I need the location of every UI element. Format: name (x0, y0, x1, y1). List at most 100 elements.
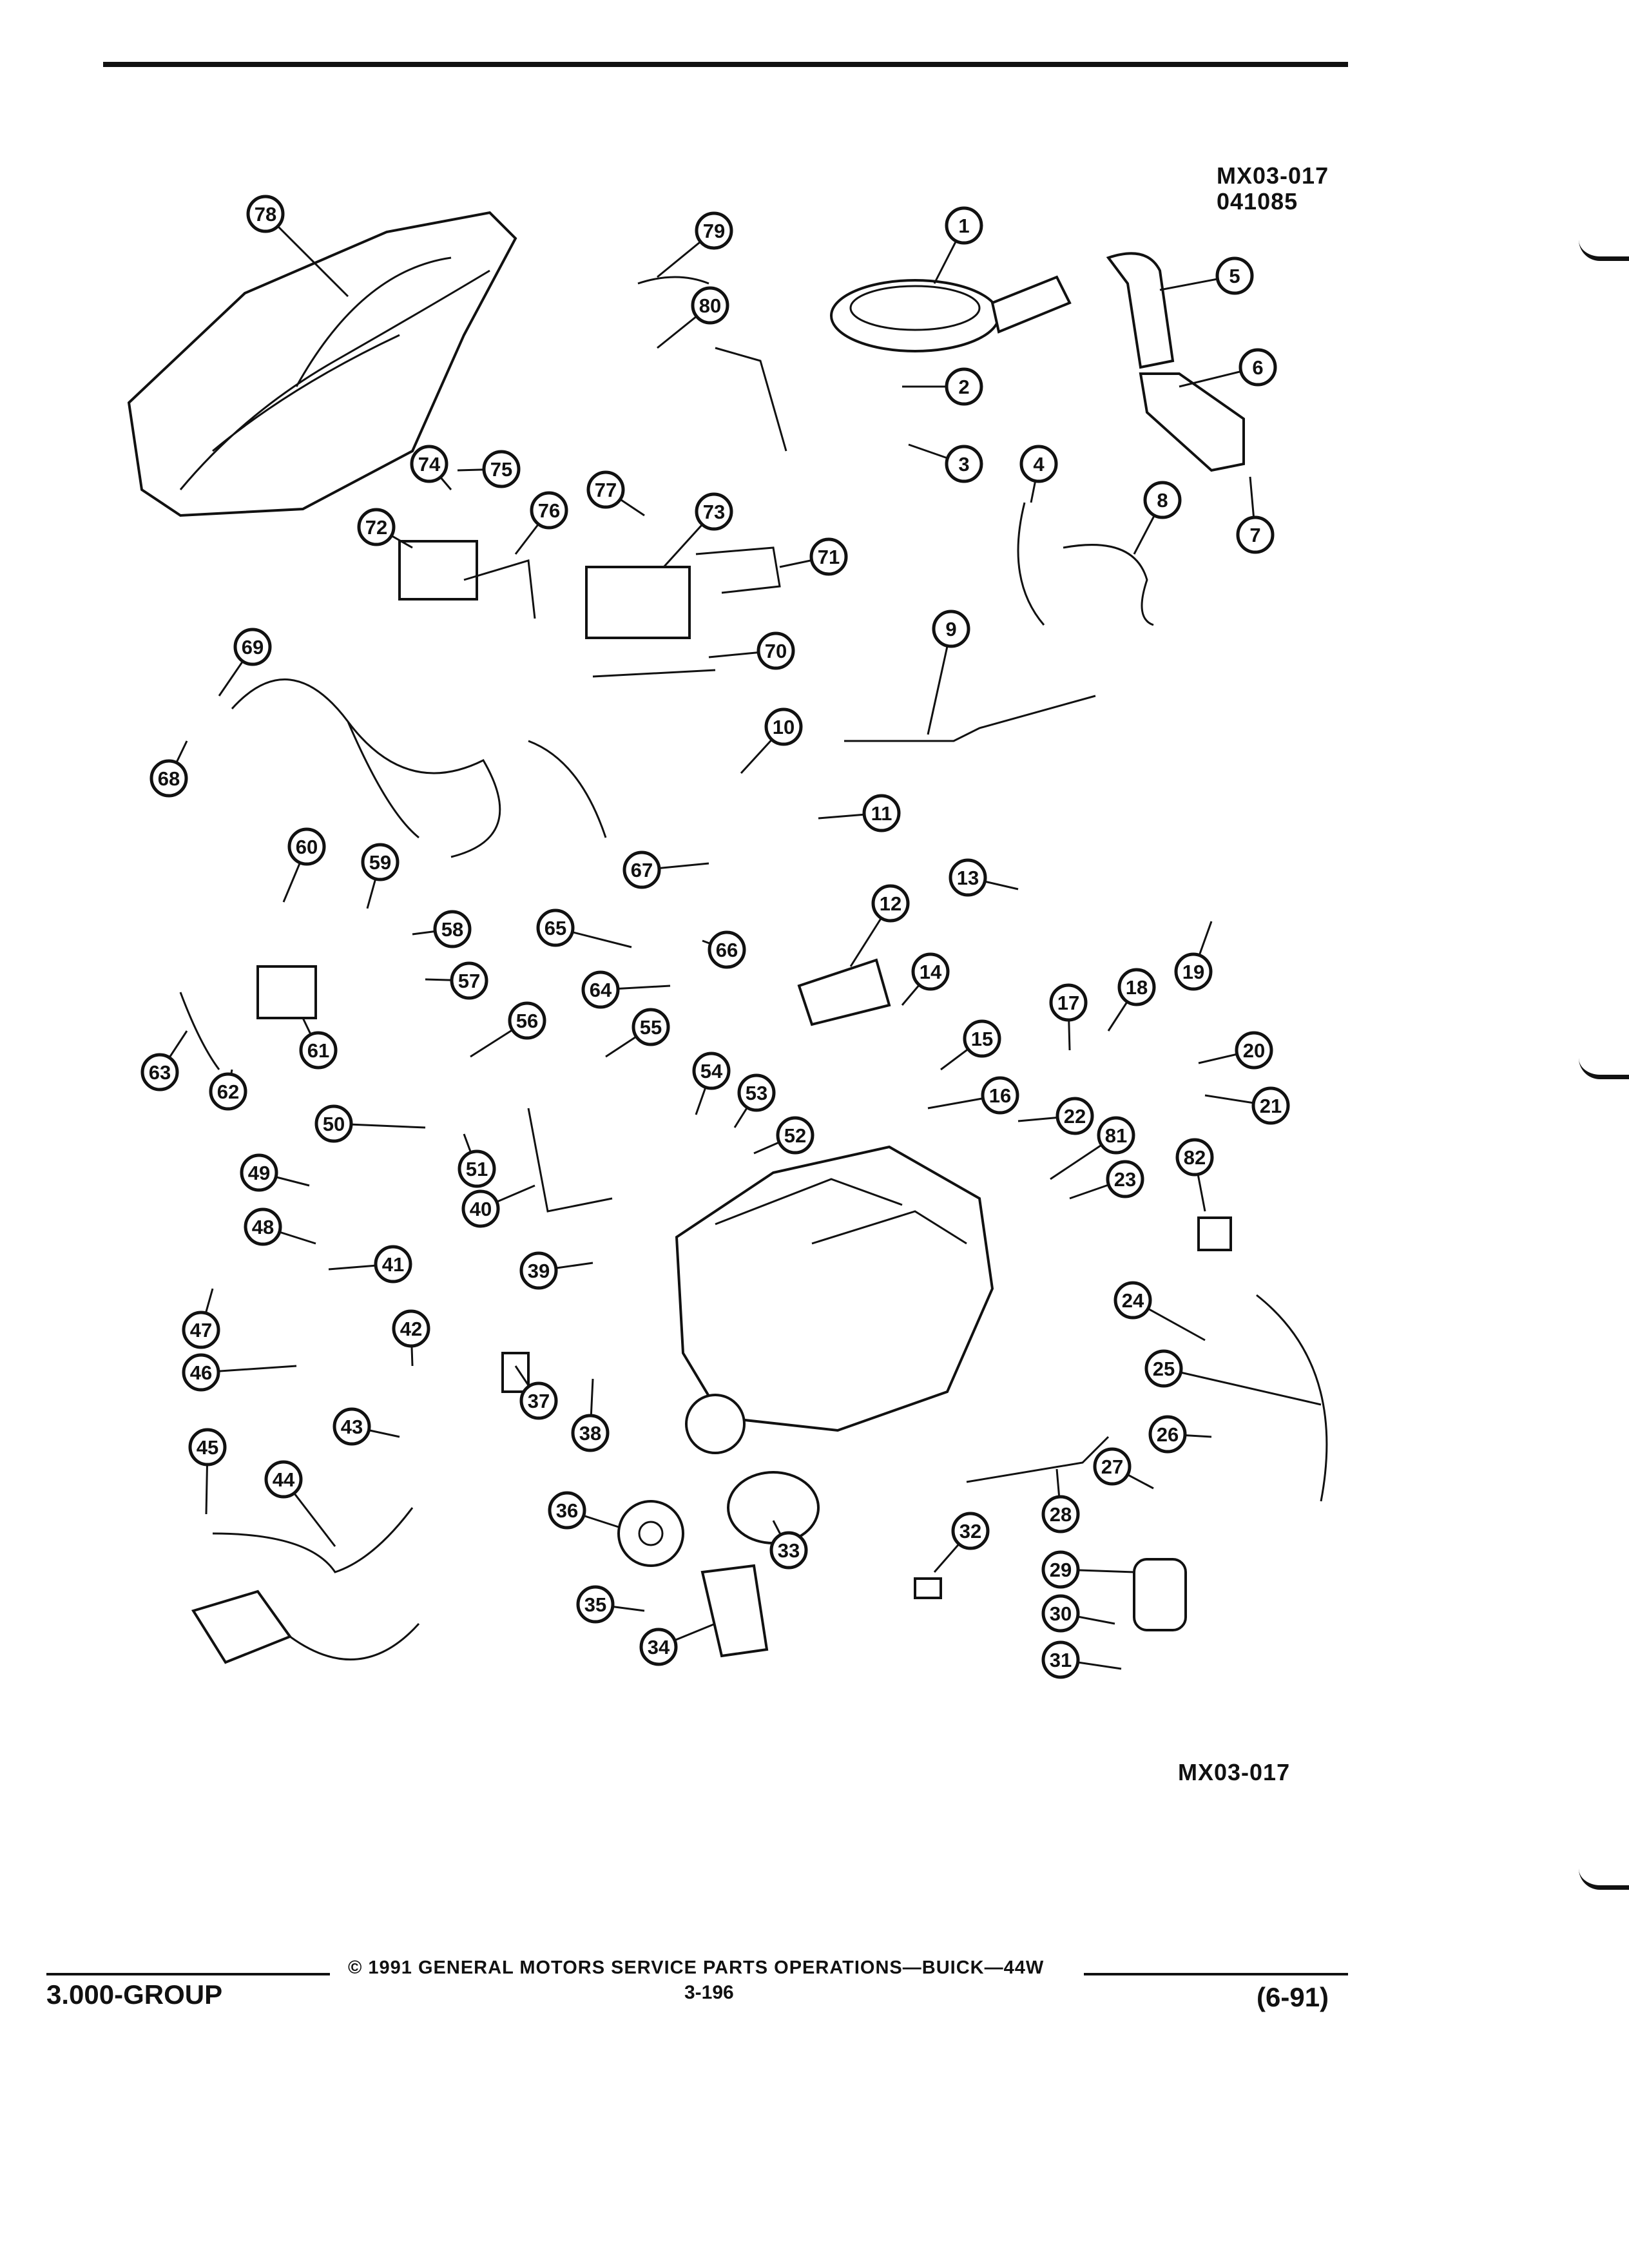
callout-34: 34 (639, 1628, 678, 1666)
callout-number: 70 (765, 640, 787, 662)
callout-12: 12 (871, 884, 910, 923)
callout-circle (374, 1245, 412, 1283)
callout-31: 31 (1041, 1640, 1080, 1679)
callout-number: 13 (957, 867, 979, 889)
callout-number: 55 (640, 1016, 662, 1039)
callout-number: 19 (1182, 961, 1204, 983)
callout-circle (548, 1491, 586, 1530)
callout-18: 18 (1117, 968, 1156, 1006)
engine-pulley-drawing (685, 1394, 746, 1454)
callout-32: 32 (951, 1512, 990, 1550)
callout-55: 55 (631, 1008, 670, 1046)
callout-number: 32 (959, 1520, 981, 1542)
callout-number: 75 (490, 458, 512, 481)
callout-number: 22 (1064, 1105, 1086, 1128)
callout-circle (1144, 1349, 1183, 1388)
callout-46: 46 (182, 1353, 220, 1392)
callout-64: 64 (581, 970, 620, 1009)
callout-36: 36 (548, 1491, 586, 1530)
callout-circle (209, 1072, 247, 1111)
callout-circle (1236, 515, 1275, 554)
callout-number: 31 (1050, 1649, 1072, 1671)
callout-circle (571, 1414, 610, 1452)
exhaust-pipe-drawing (289, 1622, 420, 1661)
callout-30: 30 (1041, 1594, 1080, 1633)
callout-circle (519, 1251, 558, 1290)
callout-circle (508, 1001, 546, 1040)
callout-circle (240, 1153, 278, 1192)
callout-circle (757, 631, 795, 670)
callout-24: 24 (1113, 1281, 1152, 1320)
callout-10: 10 (764, 707, 803, 746)
callout-74: 74 (410, 445, 448, 483)
cable-25-drawing (1256, 1294, 1328, 1502)
callout-circle (581, 970, 620, 1009)
callout-circle (1148, 1415, 1187, 1454)
callout-number: 81 (1105, 1124, 1127, 1147)
callout-circle (691, 286, 729, 325)
callout-circle (639, 1628, 678, 1666)
callout-number: 10 (773, 716, 795, 738)
harness-9-drawing (844, 695, 1096, 742)
ecm-bracket-75-drawing (463, 559, 536, 619)
footer-group: 3.000-GROUP (46, 1979, 223, 2010)
callout-number: 47 (190, 1319, 212, 1341)
callout-circle (1041, 1550, 1080, 1589)
callout-circle (519, 1381, 558, 1420)
callout-number: 20 (1243, 1039, 1265, 1062)
callout-circle (1174, 952, 1213, 991)
callout-circle (911, 952, 950, 991)
footer-rule-right (1084, 1973, 1348, 1975)
callout-circle (410, 445, 448, 483)
callout-number: 74 (418, 453, 441, 476)
callout-number: 21 (1260, 1095, 1282, 1117)
callout-number: 51 (466, 1158, 488, 1180)
callout-number: 25 (1153, 1358, 1175, 1380)
callout-7: 7 (1236, 515, 1275, 554)
callout-number: 71 (818, 546, 840, 568)
callout-number: 78 (255, 203, 276, 226)
callout-circle (945, 206, 983, 245)
callout-number: 64 (590, 979, 612, 1001)
footer-rule-left (46, 1973, 330, 1975)
callout-57: 57 (450, 961, 488, 1000)
callout-number: 9 (945, 618, 956, 640)
engine-block-drawing (675, 1145, 994, 1432)
linkage-79-drawing (715, 347, 787, 452)
callout-3: 3 (945, 445, 983, 483)
hose-4-drawing (1017, 502, 1045, 626)
binding-edge-mark (1579, 240, 1629, 261)
callout-circle (188, 1428, 227, 1466)
hose-8-drawing (1063, 544, 1154, 626)
callout-circle (1041, 1495, 1080, 1533)
callout-number: 23 (1114, 1168, 1136, 1191)
callout-circle (1097, 1116, 1135, 1155)
callout-20: 20 (1235, 1031, 1273, 1070)
callout-21: 21 (1251, 1086, 1290, 1125)
callout-44: 44 (264, 1460, 303, 1499)
callout-circle (692, 1052, 731, 1090)
callout-number: 24 (1122, 1289, 1144, 1312)
air-cleaner-lid-drawing (849, 285, 981, 331)
engine-harness-drawing (231, 678, 607, 858)
callout-26: 26 (1148, 1415, 1187, 1454)
callout-43: 43 (333, 1407, 371, 1446)
callout-number: 17 (1057, 992, 1079, 1014)
callout-circle (1055, 1097, 1094, 1135)
figure-id-bottom: MX03-017 (1178, 1759, 1291, 1785)
callout-59: 59 (361, 843, 400, 881)
callout-circle (586, 470, 625, 509)
callout-circle (945, 367, 983, 406)
hose-63-drawing (179, 992, 220, 1070)
callout-number: 52 (784, 1124, 806, 1147)
callout-number: 68 (158, 767, 180, 790)
callout-number: 3 (958, 453, 969, 476)
callout-13: 13 (949, 858, 987, 897)
callout-circle (461, 1189, 500, 1228)
callout-78: 78 (246, 195, 285, 233)
egr-pipe-drawing (212, 1507, 414, 1573)
callout-53: 53 (737, 1073, 776, 1112)
callout-27: 27 (1093, 1447, 1132, 1486)
callout-circle (450, 961, 488, 1000)
callout-49: 49 (240, 1153, 278, 1192)
